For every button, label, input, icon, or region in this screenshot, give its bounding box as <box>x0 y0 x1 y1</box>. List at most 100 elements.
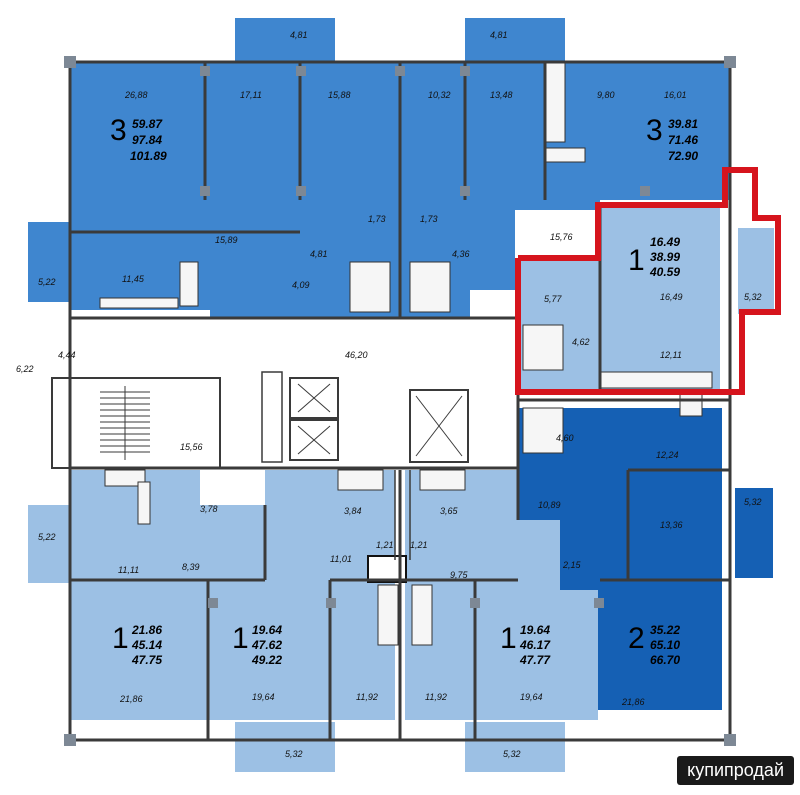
label-bottom-2: 1 19.64 47.62 49.22 <box>232 622 282 667</box>
rooms-count: 3 <box>110 114 127 147</box>
room-label: 11,01 <box>330 554 352 564</box>
area-full: 40.59 <box>649 265 680 279</box>
area-full: 66.70 <box>650 653 680 667</box>
area-total: 97.84 <box>132 133 162 147</box>
highlight-outline <box>515 167 781 395</box>
room-label: 13,48 <box>490 90 513 100</box>
area-living: 19.64 <box>520 623 550 637</box>
room-label: 9,80 <box>597 90 615 100</box>
apt-right-fill <box>518 205 720 390</box>
room-label: 3,65 <box>440 506 459 516</box>
balcony-left-side <box>28 222 70 302</box>
room-label: 5,22 <box>38 532 56 542</box>
apartment-bottom-3[interactable] <box>405 470 598 772</box>
label-bottom-right: 2 35.22 65.10 66.70 <box>628 622 680 667</box>
room-label: 1,21 <box>410 540 428 550</box>
balcony-right-upper <box>738 228 774 314</box>
room-label: 21,86 <box>621 697 645 707</box>
room-label: 4,09 <box>292 280 310 290</box>
balcony-bottom-right <box>465 722 565 772</box>
rooms-count: 2 <box>628 622 645 655</box>
room-label: 16,49 <box>660 292 683 302</box>
apt-b2-fill <box>208 470 395 720</box>
rooms-count: 3 <box>646 114 663 147</box>
room-label: 5,32 <box>744 497 762 507</box>
balcony-left-lower <box>28 505 70 583</box>
room-label: 26,88 <box>124 90 148 100</box>
apartment-right-highlighted[interactable] <box>518 205 774 390</box>
room-label: 16,01 <box>664 90 687 100</box>
area-total: 47.62 <box>251 638 282 652</box>
apartment-bottom-right[interactable] <box>518 408 773 710</box>
apartment-top-right[interactable] <box>400 18 730 322</box>
stair-core <box>40 318 518 469</box>
room-label: 12,24 <box>656 450 679 460</box>
area-full: 49.22 <box>251 653 282 667</box>
room-label: 3,84 <box>344 506 362 516</box>
room-label: 11,11 <box>118 565 139 575</box>
area-total: 65.10 <box>650 638 680 652</box>
room-label: 4,60 <box>556 433 574 443</box>
room-label: 19,64 <box>520 692 543 702</box>
room-label: 21,86 <box>119 694 143 704</box>
apartment-bottom-1[interactable] <box>28 470 265 720</box>
room-label: 4,81 <box>310 249 328 259</box>
label-bottom-3: 1 19.64 46.17 47.77 <box>500 622 551 667</box>
balcony-right-lower <box>735 488 773 578</box>
apt-b3-fill <box>405 470 598 720</box>
room-label: 4,44 <box>58 350 76 360</box>
room-label: 15,56 <box>180 442 203 452</box>
balcony-bottom-left <box>235 722 335 772</box>
area-full: 101.89 <box>130 149 167 163</box>
area-total: 46.17 <box>519 638 551 652</box>
rooms-count: 1 <box>232 622 249 655</box>
room-label: 11,92 <box>356 692 378 702</box>
room-label: 3,78 <box>200 504 218 514</box>
room-label: 1,21 <box>376 540 394 550</box>
rooms-count: 1 <box>500 622 517 655</box>
room-label: 5,32 <box>285 749 303 759</box>
room-label: 11,92 <box>425 692 447 702</box>
apt-b1-fill <box>70 470 265 720</box>
room-label: 11,45 <box>122 274 145 284</box>
room-label: 19,64 <box>252 692 275 702</box>
apt-bottom-right-fill <box>518 408 722 710</box>
rooms-count: 1 <box>628 244 645 277</box>
area-total: 71.46 <box>668 133 698 147</box>
room-label: 5,77 <box>544 294 563 304</box>
room-label: 10,89 <box>538 500 561 510</box>
room-label: 5,32 <box>503 749 521 759</box>
balcony-top-left <box>235 18 335 62</box>
room-label: 1,73 <box>420 214 438 224</box>
area-full: 47.75 <box>131 653 162 667</box>
room-label: 1,73 <box>368 214 386 224</box>
room-label: 2,15 <box>562 560 582 570</box>
apartment-top-left[interactable] <box>28 18 400 322</box>
room-label: 46,20 <box>345 350 368 360</box>
room-label: 9,75 <box>450 570 469 580</box>
apt-top-right-fill <box>400 62 730 322</box>
room-label: 17,11 <box>240 90 262 100</box>
apartment-bottom-2[interactable] <box>208 470 395 772</box>
room-label: 8,39 <box>182 562 200 572</box>
room-label: 4,81 <box>290 30 308 40</box>
room-label: 4,62 <box>572 337 590 347</box>
room-label: 4,81 <box>490 30 508 40</box>
area-living: 59.87 <box>132 117 163 131</box>
label-top-right: 3 39.81 71.46 72.90 <box>646 114 698 163</box>
watermark-logo: купипродай <box>677 756 794 785</box>
room-label: 4,36 <box>452 249 470 259</box>
room-label: 15,89 <box>215 235 238 245</box>
rooms-count: 1 <box>112 622 129 655</box>
apartment-labels: 3 59.87 97.84 101.89 3 39.81 71.46 72.90… <box>110 114 698 667</box>
room-label: 10,32 <box>428 90 451 100</box>
room-label: 15,88 <box>328 90 351 100</box>
area-living: 21.86 <box>131 623 162 637</box>
room-label: 15,76 <box>550 232 573 242</box>
area-living: 16.49 <box>650 235 680 249</box>
label-bottom-1: 1 21.86 45.14 47.75 <box>112 622 162 667</box>
room-label: 6,22 <box>16 364 34 374</box>
room-label: 5,32 <box>744 292 762 302</box>
area-living: 35.22 <box>650 623 680 637</box>
